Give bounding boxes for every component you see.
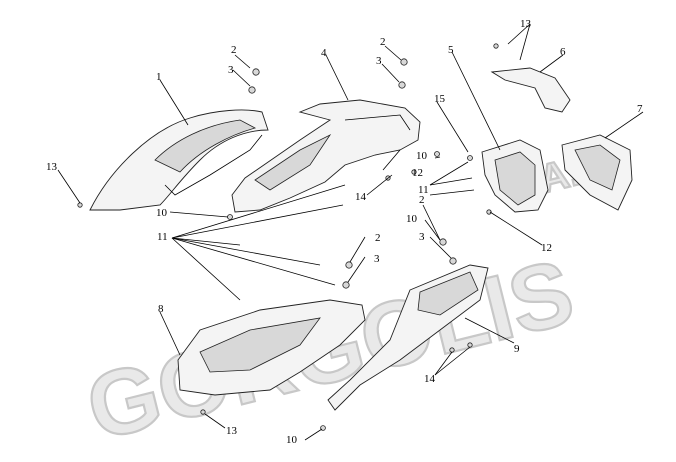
- callout-2: 2: [419, 194, 425, 206]
- callout-3: 3: [419, 231, 425, 243]
- callout-11: 11: [418, 184, 429, 196]
- callout-14: 14: [424, 373, 436, 385]
- callout-7: 7: [637, 103, 643, 115]
- callout-2: 2: [231, 44, 237, 56]
- callout-13: 13: [226, 425, 238, 437]
- callout-14: 14: [355, 191, 367, 203]
- callout-labels: 1 2 2 2 2 3 3 3 3 4 5 6 7 8 9 10 10 10 1…: [46, 18, 643, 446]
- part-5-light-housing: [481, 139, 549, 213]
- callout-5: 5: [448, 44, 454, 56]
- callout-2: 2: [375, 232, 381, 244]
- part-9-lower-rail: [327, 264, 489, 411]
- callout-8: 8: [158, 303, 164, 315]
- part-8-lower-cover: [177, 299, 366, 396]
- callout-10: 10: [406, 213, 418, 225]
- part-7-side-panel: [561, 134, 633, 211]
- callout-10: 10: [286, 434, 298, 446]
- callout-12: 12: [412, 167, 423, 179]
- callout-1: 1: [156, 71, 162, 83]
- callout-6: 6: [560, 46, 566, 58]
- callout-3: 3: [228, 64, 234, 76]
- leader-lines: [57, 23, 644, 441]
- part-1-front-cover: [89, 109, 269, 211]
- callout-13: 13: [520, 18, 532, 30]
- callout-15: 15: [434, 93, 446, 105]
- callout-3: 3: [374, 253, 380, 265]
- callout-3: 3: [376, 55, 382, 67]
- callout-4: 4: [321, 47, 327, 59]
- part-6-bracket: [490, 67, 571, 113]
- part-4-center-frame: [231, 99, 421, 213]
- callout-2: 2: [380, 36, 386, 48]
- callout-11: 11: [157, 231, 168, 243]
- callout-12: 12: [541, 242, 552, 254]
- callout-10: 10: [416, 150, 428, 162]
- hardware-parts: [77, 43, 499, 431]
- callout-9: 9: [514, 343, 520, 355]
- callout-13: 13: [46, 161, 58, 173]
- callout-10: 10: [156, 207, 168, 219]
